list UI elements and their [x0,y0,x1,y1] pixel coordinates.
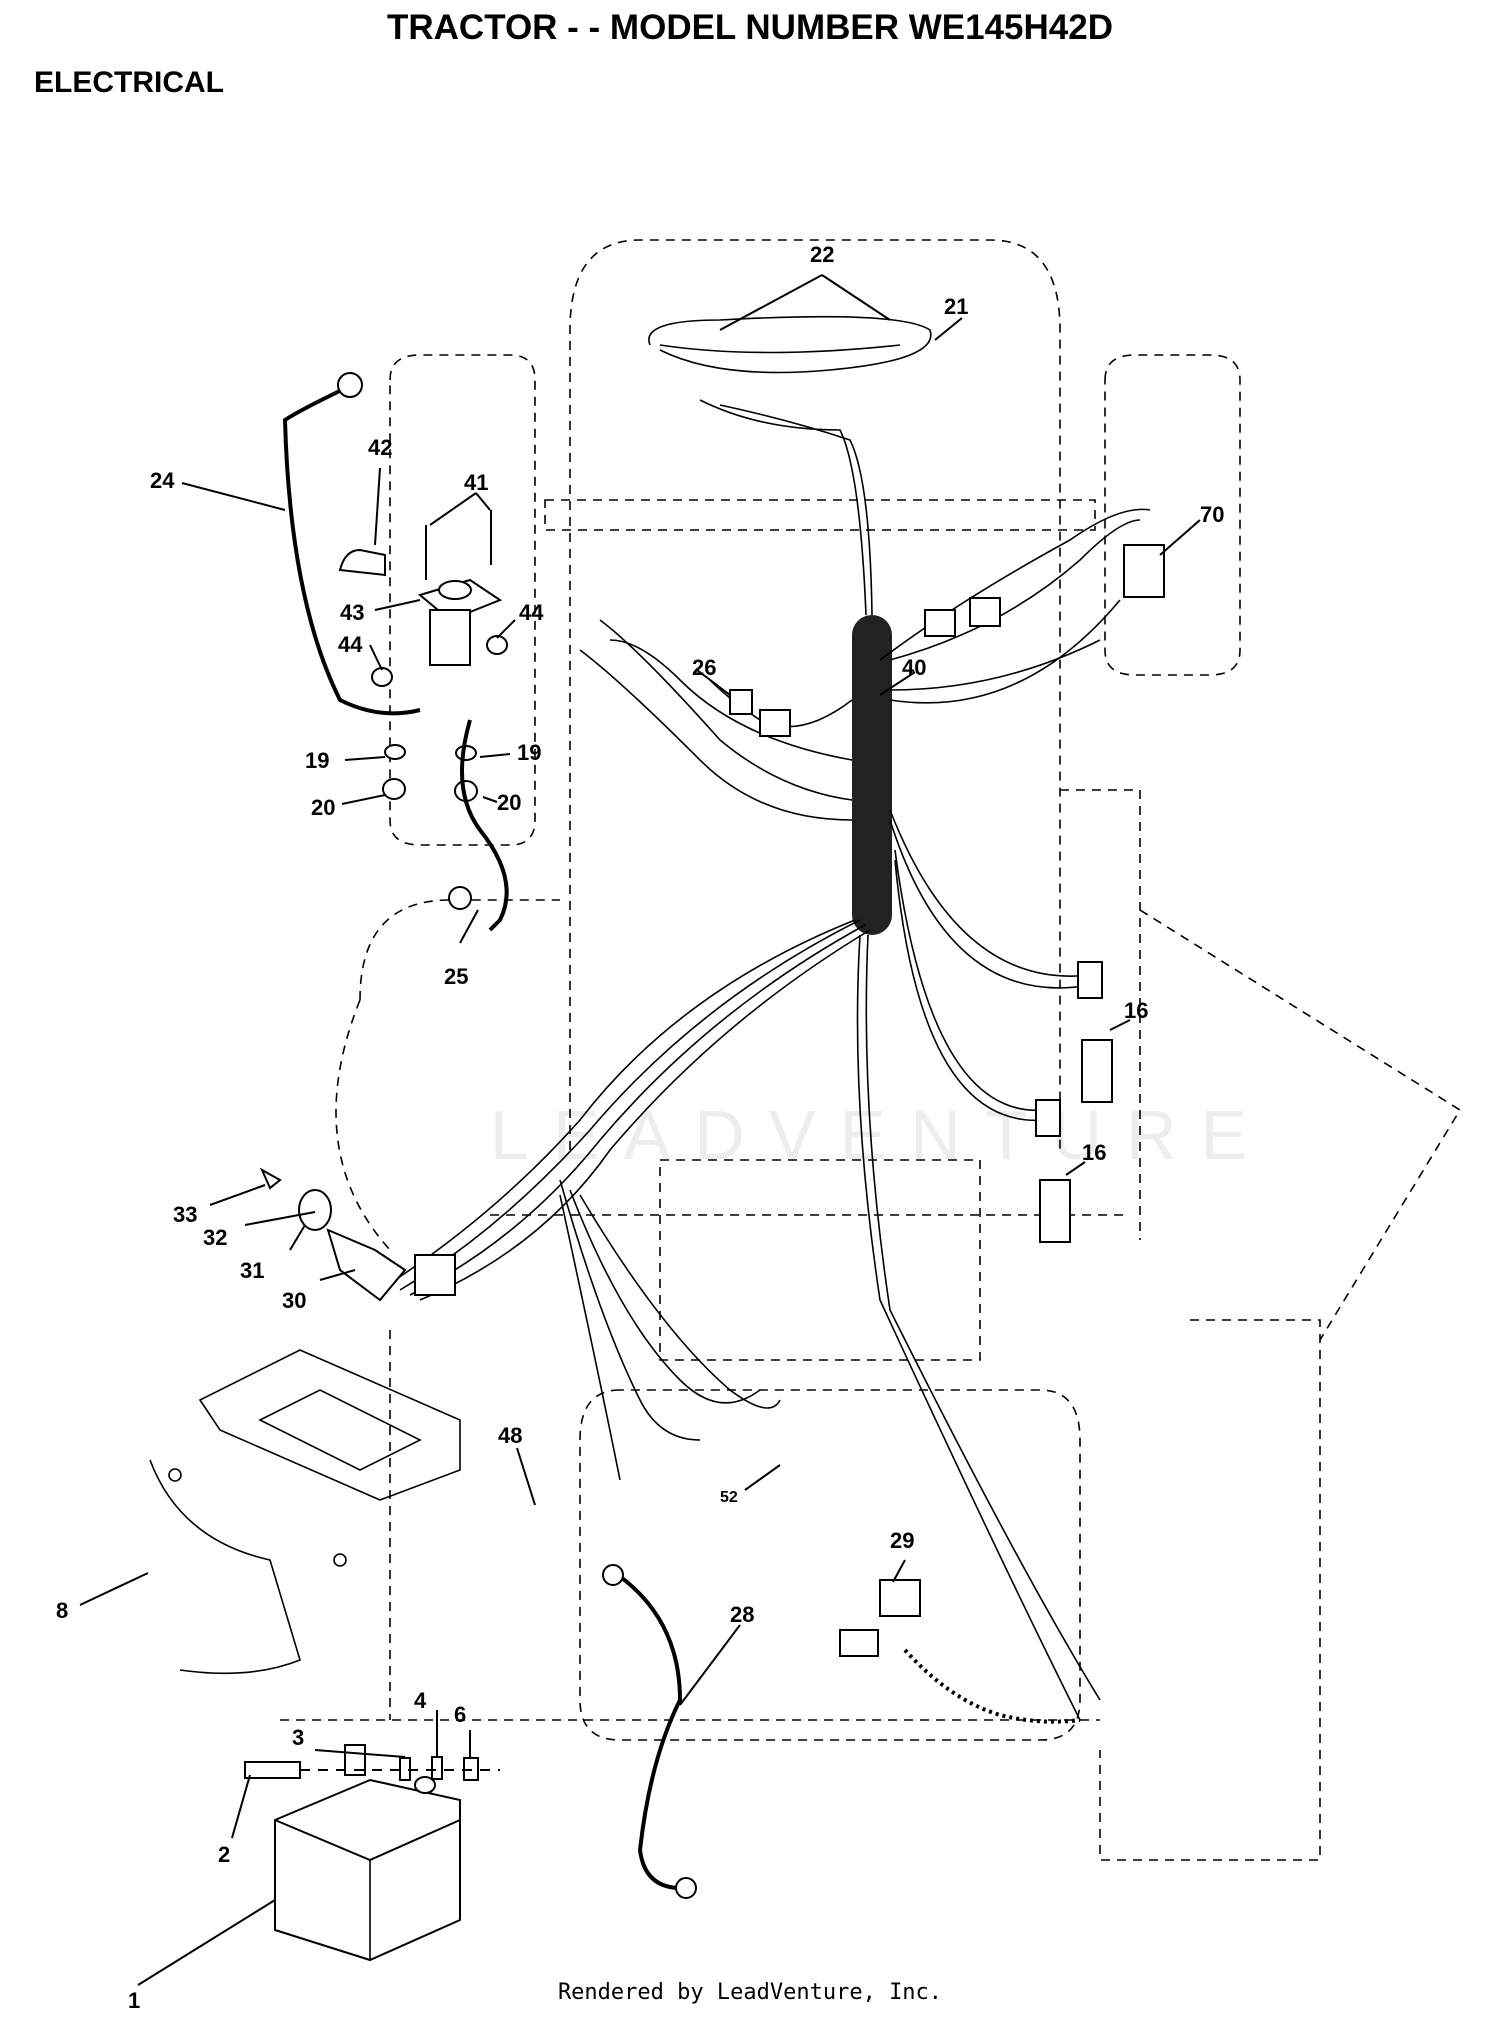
connector-top-right-2 [924,609,956,637]
callout-21: 21 [944,294,968,319]
connector-16b [1039,1179,1071,1243]
callout-42: 42 [368,435,392,460]
callout-19a: 19 [305,748,329,773]
callout-32: 32 [203,1225,227,1250]
callout-20b: 20 [497,790,521,815]
connector-top-right [969,597,1001,627]
seat-switch-plug [839,1629,879,1657]
cable-25 [460,719,509,932]
callout-labels: 1 2 3 4 6 8 16 16 19 19 20 20 21 22 24 2… [56,242,1224,2013]
connector-16a-plug [1077,961,1103,999]
callout-16a: 16 [1124,998,1148,1023]
callout-33: 33 [173,1202,197,1227]
callout-8: 8 [56,1598,68,1623]
cable-24 [282,385,421,716]
battery-bolt [244,1761,301,1779]
wiring-harness [394,315,1151,1721]
callout-40: 40 [902,655,926,680]
harness-sleeve [852,615,892,935]
section-title: ELECTRICAL [34,66,224,99]
callout-19b: 19 [517,740,541,765]
callout-52: 52 [720,1489,738,1506]
callout-25: 25 [444,964,468,989]
connector-16a [1081,1039,1113,1103]
callout-30: 30 [282,1288,306,1313]
callout-70: 70 [1200,502,1224,527]
connector-16b-plug [1035,1099,1061,1137]
battery-assembly [244,1744,500,1962]
callout-44b: 44 [519,600,544,625]
seat-plate [149,1349,461,1675]
cable-28 [616,1573,686,1891]
battery-cables [282,372,697,1899]
connector-40 [759,709,791,737]
ignition-connector [414,1254,456,1296]
callout-6: 6 [454,1702,466,1727]
seat-switch-29 [879,1579,921,1617]
callout-3: 3 [292,1725,304,1750]
callout-4: 4 [414,1688,427,1713]
callout-44a: 44 [338,632,363,657]
leader-lines [79,274,1201,1986]
callout-22: 22 [810,242,834,267]
footer-credit: Rendered by LeadVenture, Inc. [557,1980,943,2005]
solenoid-assembly [338,510,508,802]
connectors [414,544,1165,1724]
page-title: TRACTOR - - MODEL NUMBER WE145H42D [387,8,1113,47]
callout-1: 1 [128,1988,140,2013]
callout-41: 41 [464,470,488,495]
callout-31: 31 [240,1258,264,1283]
callout-16b: 16 [1082,1140,1106,1165]
tractor-outline [280,239,1462,1861]
callout-29: 29 [890,1528,914,1553]
callout-43: 43 [340,600,364,625]
ignition-switch [259,1167,407,1302]
callout-26: 26 [692,655,716,680]
connector-70 [1123,544,1165,598]
callout-48: 48 [498,1423,522,1448]
callout-28: 28 [730,1602,754,1627]
connector-26 [729,689,753,715]
callout-2: 2 [218,1842,230,1867]
callout-24: 24 [150,468,175,493]
callout-20a: 20 [311,795,335,820]
